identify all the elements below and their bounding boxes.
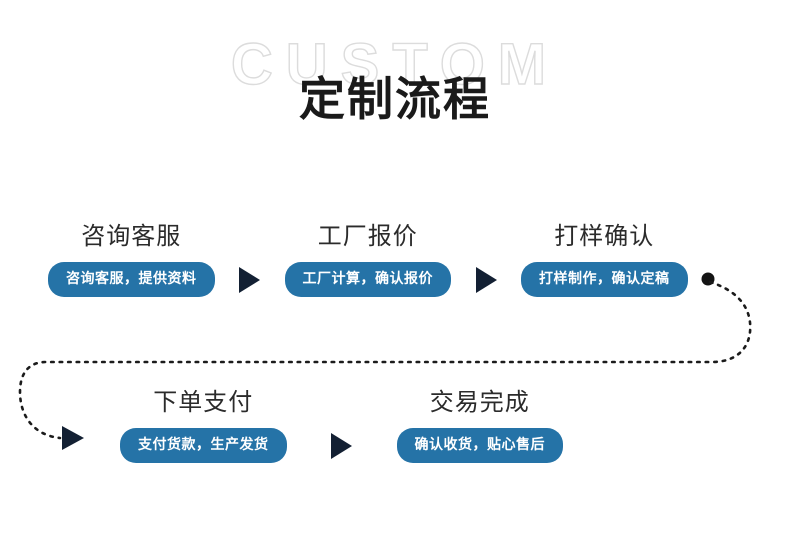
step-pill[interactable]: 工厂计算，确认报价 (284, 262, 451, 297)
flow-step-consult[interactable]: 咨询客服 咨询客服，提供资料 (48, 224, 215, 297)
flow-step-complete[interactable]: 交易完成 确认收货，贴心售后 (396, 388, 563, 463)
watermark-text: CUSTOM (230, 32, 560, 97)
flow-row-2: 下单支付 支付货款，生产发货 交易完成 确认收货，贴心售后 (120, 390, 563, 463)
step-heading: 交易完成 (429, 388, 530, 416)
flow-row-1: 咨询客服 咨询客服，提供资料 工厂报价 工厂计算，确认报价 打样确认 打样制作，… (48, 224, 688, 297)
step-pill[interactable]: 咨询客服，提供资料 (48, 262, 215, 297)
flow-separator (215, 264, 285, 296)
connector-end-arrow-icon (62, 426, 84, 450)
page-title-block: CUSTOM 定制流程 (0, 32, 790, 146)
step-pill[interactable]: 打样制作，确认定稿 (521, 262, 688, 297)
triangle-right-icon (331, 433, 352, 459)
page-title: 定制流程 (299, 72, 491, 126)
step-pill[interactable]: 支付货款，生产发货 (120, 428, 287, 463)
step-heading: 打样确认 (554, 222, 655, 250)
connector-start-dot (701, 272, 715, 286)
flow-separator (451, 264, 521, 296)
flow-step-sample[interactable]: 打样确认 打样制作，确认定稿 (521, 224, 688, 297)
triangle-right-icon (475, 267, 497, 293)
flow-step-quote[interactable]: 工厂报价 工厂计算，确认报价 (284, 222, 451, 297)
step-heading: 下单支付 (153, 388, 254, 416)
step-pill[interactable]: 确认收货，贴心售后 (396, 428, 563, 463)
triangle-right-icon (239, 267, 260, 293)
flow-step-payment[interactable]: 下单支付 支付货款，生产发货 (120, 390, 287, 463)
flow-separator (287, 430, 397, 462)
step-heading: 咨询客服 (81, 222, 182, 250)
step-heading: 工厂报价 (317, 222, 418, 250)
